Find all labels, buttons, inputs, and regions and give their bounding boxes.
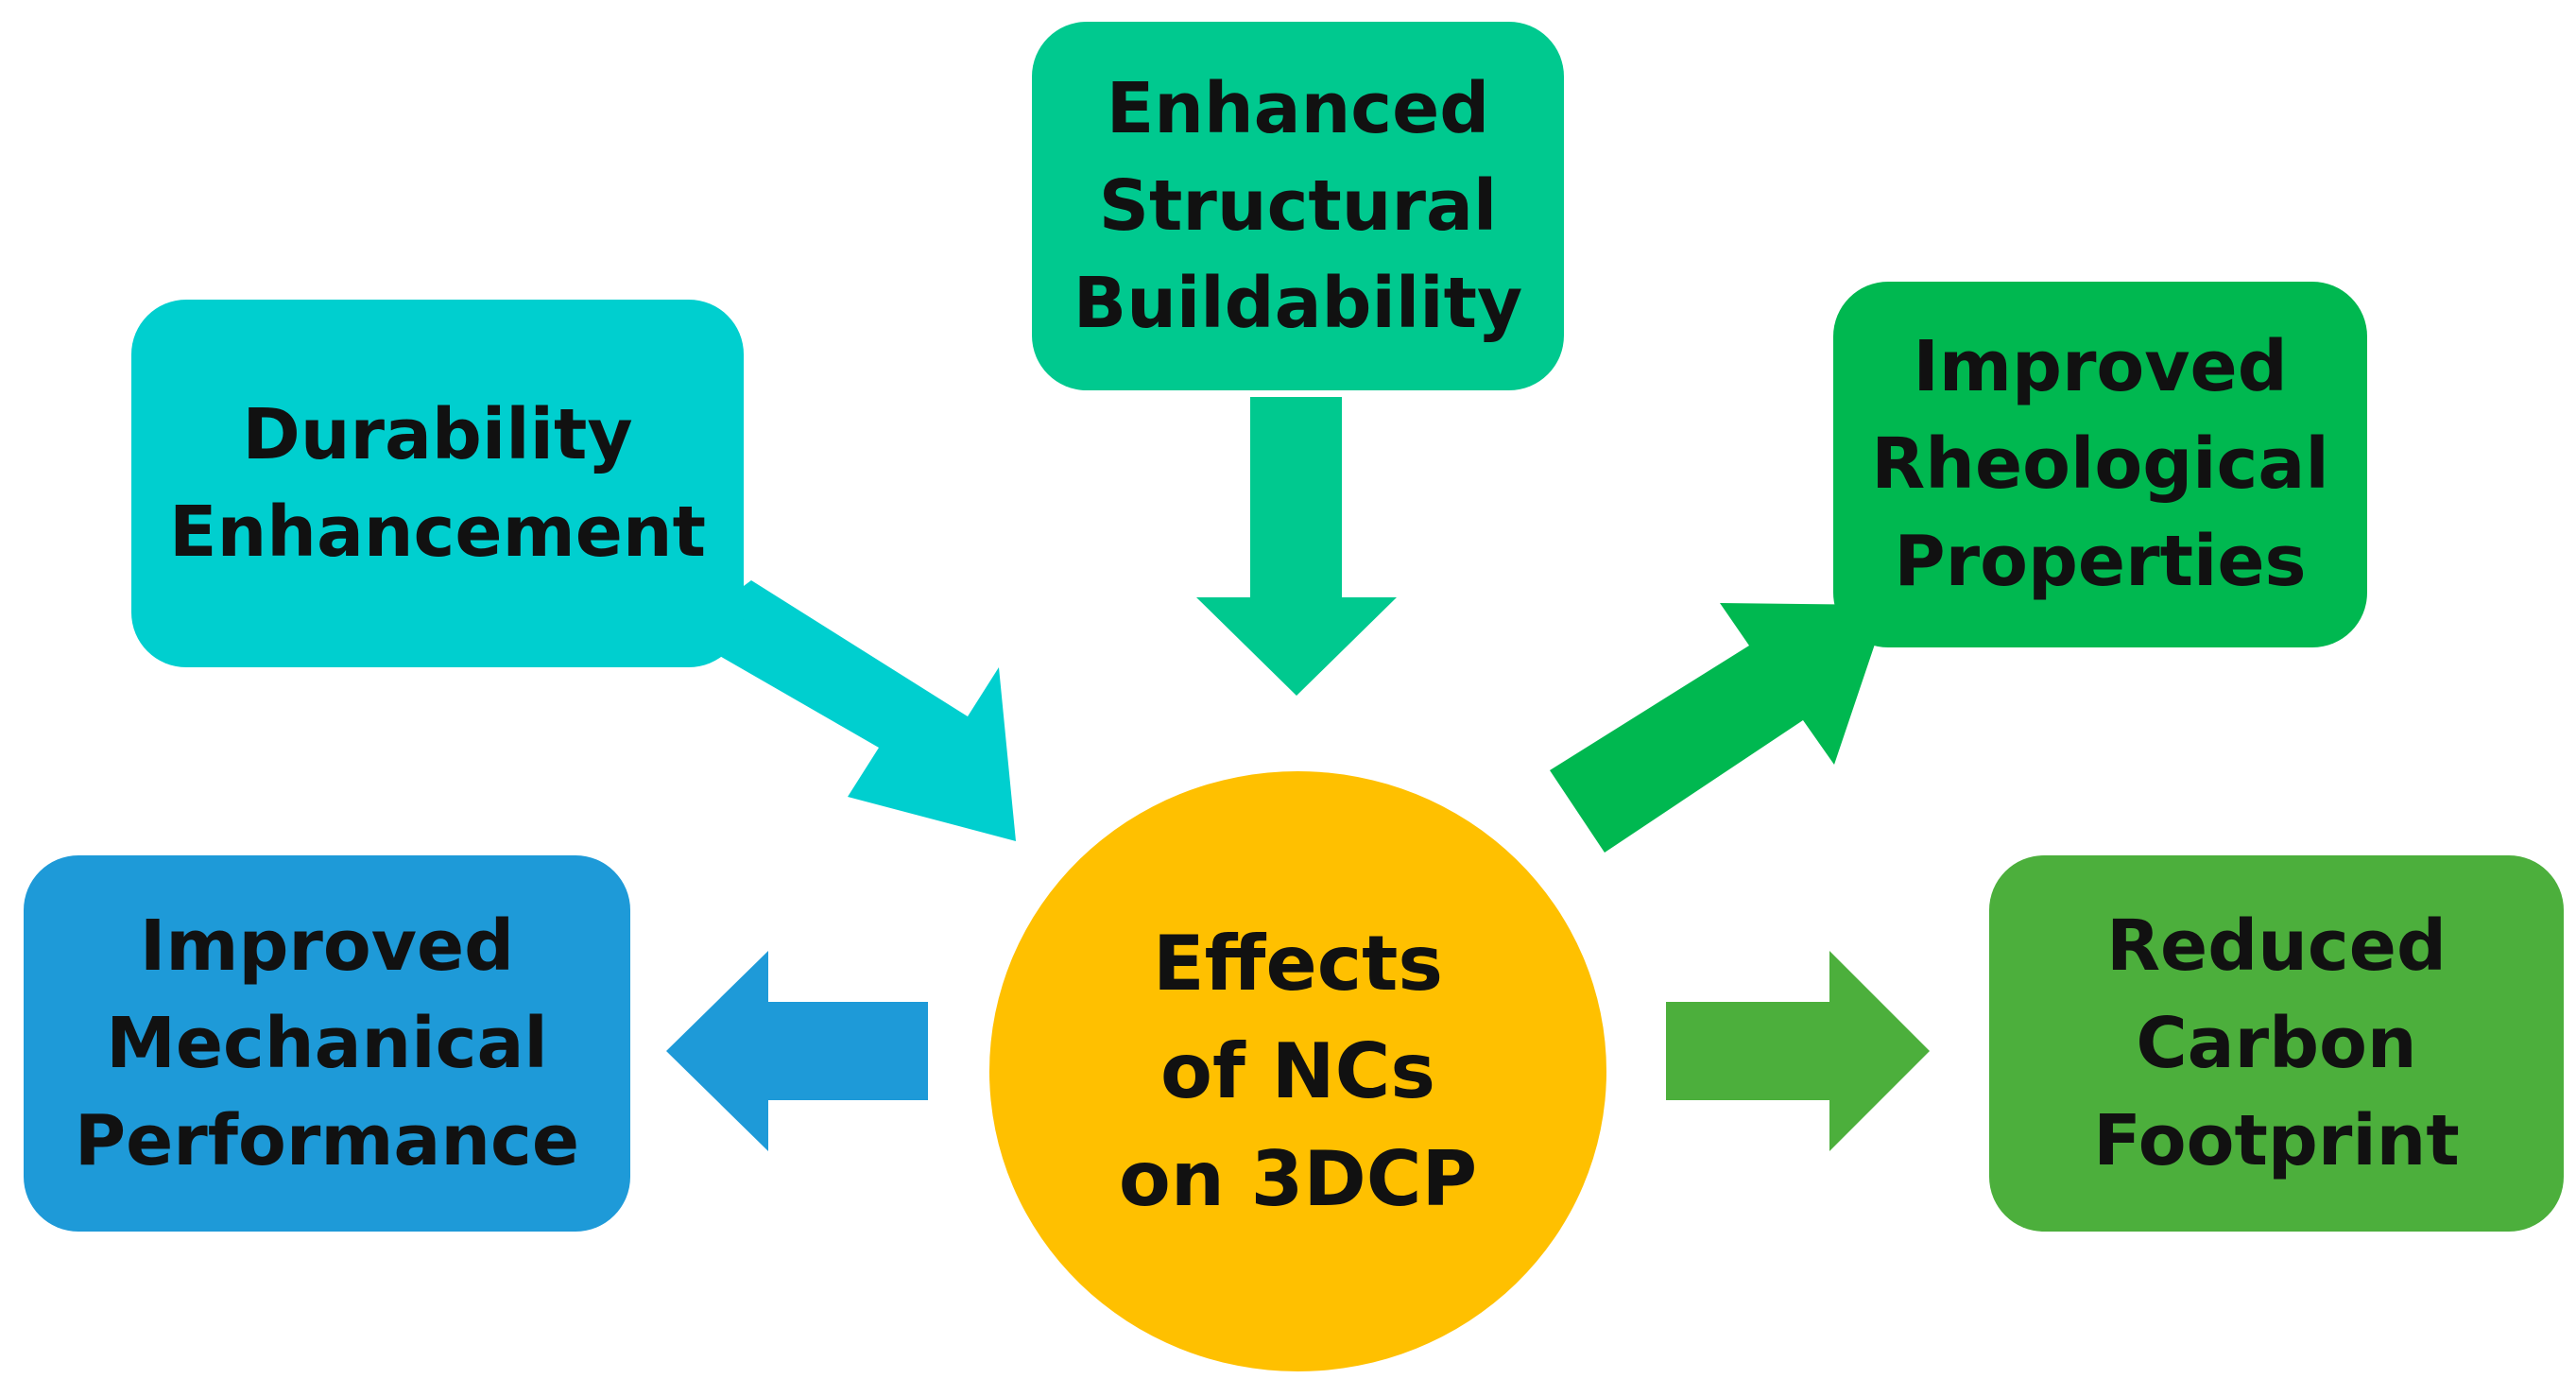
center-node-effects-of-ncs: Effects of NCs on 3DCP bbox=[989, 771, 1606, 1371]
node-improved-rheological-properties: Improved Rheological Properties bbox=[1833, 282, 2367, 647]
node-improved-mechanical-performance: Improved Mechanical Performance bbox=[24, 855, 630, 1232]
node-buildability-label: Enhanced Structural Buildability bbox=[1073, 67, 1523, 344]
node-durability-label: Durability Enhancement bbox=[169, 393, 706, 573]
center-node-label: Effects of NCs on 3DCP bbox=[1118, 919, 1478, 1223]
node-reduced-carbon-footprint: Reduced Carbon Footprint bbox=[1989, 855, 2564, 1232]
arrow-center-to-rheological bbox=[1550, 603, 1888, 853]
arrow-durability-to-center bbox=[680, 580, 1016, 841]
node-rheological-label: Improved Rheological Properties bbox=[1871, 326, 2329, 602]
arrow-center-to-mechanical bbox=[666, 951, 928, 1151]
arrow-center-to-carbon bbox=[1666, 951, 1930, 1151]
arrow-buildability-to-center bbox=[1196, 397, 1397, 696]
node-durability-enhancement: Durability Enhancement bbox=[131, 300, 744, 667]
node-carbon-label: Reduced Carbon Footprint bbox=[2093, 905, 2460, 1181]
node-mechanical-label: Improved Mechanical Performance bbox=[74, 905, 580, 1181]
node-enhanced-structural-buildability: Enhanced Structural Buildability bbox=[1032, 22, 1564, 390]
